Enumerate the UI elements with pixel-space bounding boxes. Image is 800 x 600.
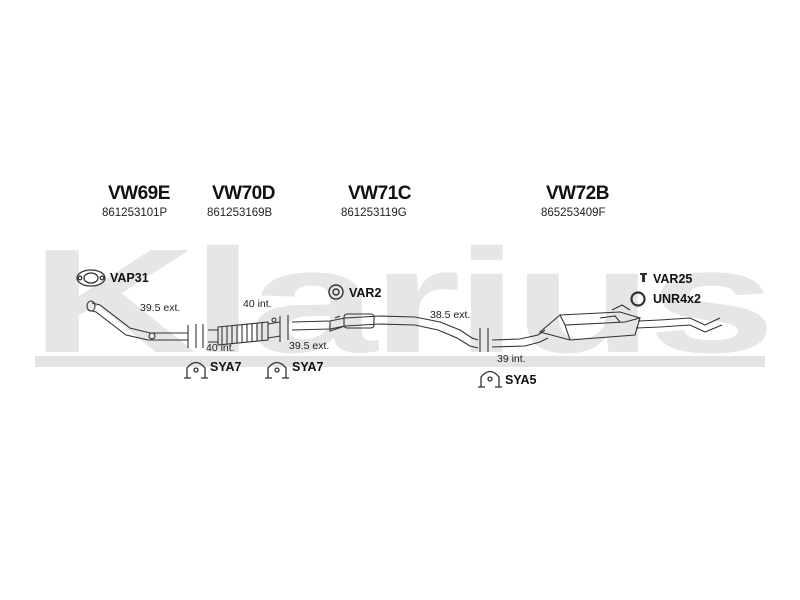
- sya7-clamp-icon-b: [265, 361, 289, 379]
- dim-label-40-int-b: 40 int.: [243, 298, 272, 310]
- unr4x2-ring-icon: [630, 291, 646, 307]
- section-ref-vw72b: 865253409F: [541, 207, 606, 219]
- section-ref-vw69e: 861253101P: [102, 207, 168, 219]
- dim-label-40-int-a: 40 int.: [206, 342, 235, 354]
- part-label-var2: VAR2: [349, 286, 382, 300]
- section-code-vw71c: VW71C: [348, 183, 411, 204]
- var25-hanger-icon: [640, 273, 647, 282]
- sya7-clamp-icon-a: [184, 361, 208, 379]
- part-label-unr4x2: UNR4x2: [653, 292, 701, 306]
- part-label-var25: VAR25: [653, 272, 693, 286]
- part-label-sya5: SYA5: [505, 373, 537, 387]
- middle-pipe-vw71c: [291, 313, 479, 349]
- dim-label-39-int: 39 int.: [497, 353, 526, 365]
- logo-text: Klarius: [30, 219, 770, 384]
- part-label-sya7-b: SYA7: [292, 360, 324, 374]
- rear-silencer-vw72b: [491, 304, 723, 348]
- var2-hanger-icon: [328, 284, 344, 300]
- part-label-vap31: VAP31: [110, 271, 149, 285]
- sya5-clamp-icon: [478, 370, 502, 388]
- flex-pipe-vw70d: [208, 316, 281, 346]
- dim-label-39-5-ext-b: 39.5 ext.: [289, 340, 330, 352]
- section-code-vw70d: VW70D: [212, 183, 275, 204]
- dim-label-38-5-ext: 38.5 ext.: [430, 309, 471, 321]
- section-ref-vw71c: 861253119G: [341, 207, 407, 219]
- section-code-vw69e: VW69E: [108, 183, 170, 204]
- section-ref-vw70d: 861253169B: [207, 207, 273, 219]
- section-code-vw72b: VW72B: [546, 183, 609, 204]
- dim-label-39-5-ext-a: 39.5 ext.: [140, 302, 181, 314]
- vap31-gasket-icon: [76, 269, 106, 287]
- part-label-sya7-a: SYA7: [210, 360, 242, 374]
- front-pipe-vw69e: [86, 300, 189, 348]
